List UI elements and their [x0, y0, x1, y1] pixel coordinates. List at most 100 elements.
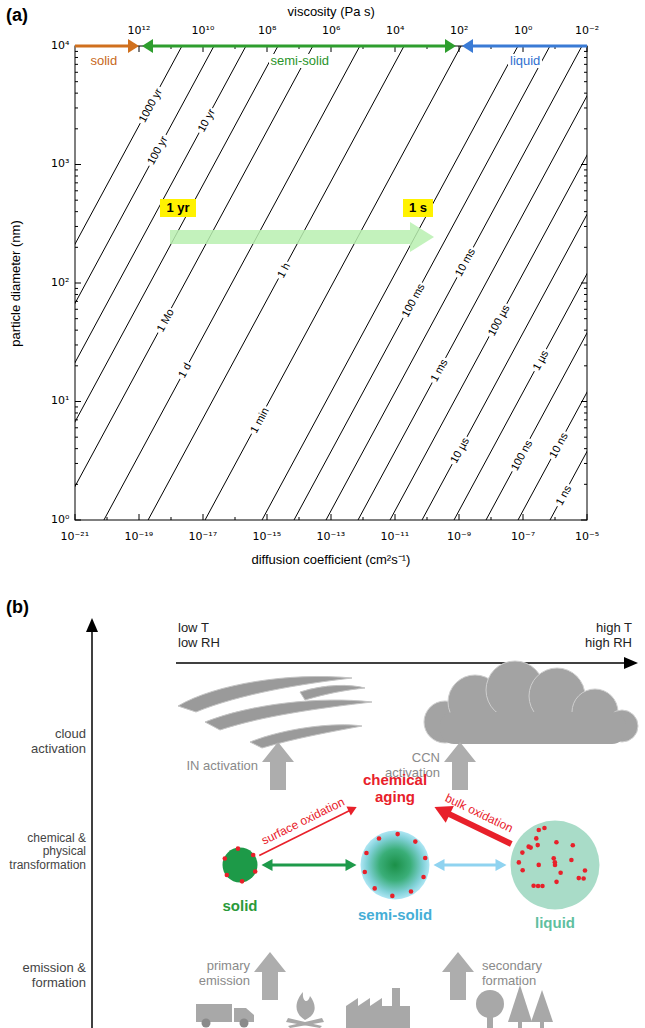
- time-line: [205, 46, 461, 520]
- tick: [581, 401, 587, 402]
- tick: [584, 226, 587, 227]
- arrowhead: [346, 807, 356, 816]
- time-line: [75, 46, 278, 520]
- gray-block-arrows-part: [444, 742, 476, 790]
- reactive-species-dot: [520, 868, 525, 873]
- reactive-species-dot: [553, 860, 558, 865]
- tick: [75, 463, 78, 464]
- tick: [75, 309, 78, 310]
- tick: [75, 93, 78, 94]
- axis-label: 10⁻²: [575, 25, 599, 38]
- tick: [75, 190, 78, 191]
- axis-label: 10⁻⁵: [575, 531, 599, 544]
- reactive-species-dot: [531, 883, 536, 888]
- tick: [459, 514, 460, 520]
- arrowhead: [346, 859, 357, 871]
- tick: [75, 412, 78, 413]
- gray-block-arrows-part: [254, 952, 286, 1000]
- arrowhead: [434, 859, 445, 871]
- tick: [75, 107, 78, 108]
- phase-label: semi-solid: [358, 906, 432, 923]
- tick: [75, 406, 78, 407]
- tick: [584, 93, 587, 94]
- reactive-species-dot: [536, 828, 541, 833]
- source-icons-part: [202, 1019, 211, 1028]
- reactive-species-dot: [536, 884, 541, 889]
- tick: [75, 344, 78, 345]
- tick: [75, 401, 81, 402]
- edge-label: bulk oxidation: [443, 792, 515, 836]
- time-line: [75, 46, 313, 520]
- axis-label: 10⁻⁹: [447, 531, 471, 544]
- axis-label: chemical & physical transformation: [2, 832, 86, 873]
- plot-frame: [75, 46, 587, 520]
- tick: [584, 412, 587, 413]
- tick: [584, 51, 587, 52]
- tick: [584, 330, 587, 331]
- tick: [584, 419, 587, 420]
- particle-circle: [223, 848, 258, 883]
- panel-letter: (b): [6, 597, 29, 618]
- phase-bars-part: [128, 39, 139, 53]
- phase-transition-arrow: [434, 859, 507, 871]
- source-icons-part: [346, 988, 410, 1028]
- tick: [584, 200, 587, 201]
- tick: [75, 330, 78, 331]
- particle-shape: [360, 830, 430, 900]
- tick: [584, 211, 587, 212]
- panel-b-axes-part: [86, 618, 98, 632]
- time-label: 10 yr: [194, 104, 219, 135]
- reactive-species-dot: [542, 826, 547, 831]
- time-label: 1 ns: [552, 481, 575, 509]
- tick: [584, 427, 587, 428]
- tick: [171, 517, 172, 520]
- reactive-species-dot: [535, 843, 540, 848]
- source-icons-part: [487, 1012, 493, 1028]
- tick: [139, 514, 140, 520]
- time-label: 10 µs: [447, 433, 473, 466]
- time-line: [75, 46, 246, 520]
- tick: [75, 520, 81, 521]
- axis-label: 10⁶: [322, 25, 340, 38]
- panel-b-axes-part: [176, 662, 626, 664]
- tick: [584, 448, 587, 449]
- reactive-species-dot: [223, 856, 228, 861]
- tick: [75, 211, 78, 212]
- time-label: 1 d: [175, 358, 195, 381]
- time-label: 100 ms: [398, 279, 428, 320]
- tick: [581, 283, 587, 284]
- axis-label: 10³: [51, 158, 69, 171]
- tick: [584, 182, 587, 183]
- tick: [584, 175, 587, 176]
- axis-label: 10⁻¹¹: [381, 531, 410, 544]
- reactive-species-dot: [413, 839, 418, 844]
- tick: [584, 128, 587, 129]
- tick: [75, 318, 78, 319]
- tick: [584, 344, 587, 345]
- tick: [75, 128, 78, 129]
- reactive-species-dot: [395, 832, 400, 837]
- source-icons-part: [508, 985, 532, 1022]
- tick: [584, 406, 587, 407]
- reactive-species-dot: [540, 884, 545, 889]
- tick: [75, 283, 81, 284]
- axis-label: diffusion coefficient (cm²s⁻¹): [252, 553, 411, 568]
- reactive-species-dot: [225, 873, 230, 878]
- liquid-particle: liquid: [510, 820, 600, 910]
- process-text: chemical aging: [355, 771, 435, 806]
- axis-label: 10⁴: [386, 25, 404, 38]
- tick: [75, 419, 78, 420]
- reactive-species-dot: [583, 868, 588, 873]
- time-line: [422, 46, 587, 520]
- axis-label: particle diameter (nm): [9, 220, 24, 346]
- time-label: 100 ns: [507, 436, 536, 475]
- tick: [584, 463, 587, 464]
- axis-label: solid: [89, 54, 120, 69]
- source-icons-part: [240, 1019, 249, 1028]
- gray-block-arrows-part: [442, 952, 474, 1000]
- tick: [584, 294, 587, 295]
- tick: [584, 107, 587, 108]
- gray-block-arrows-part: [262, 742, 294, 790]
- time-marker-box: 1 s: [403, 199, 433, 218]
